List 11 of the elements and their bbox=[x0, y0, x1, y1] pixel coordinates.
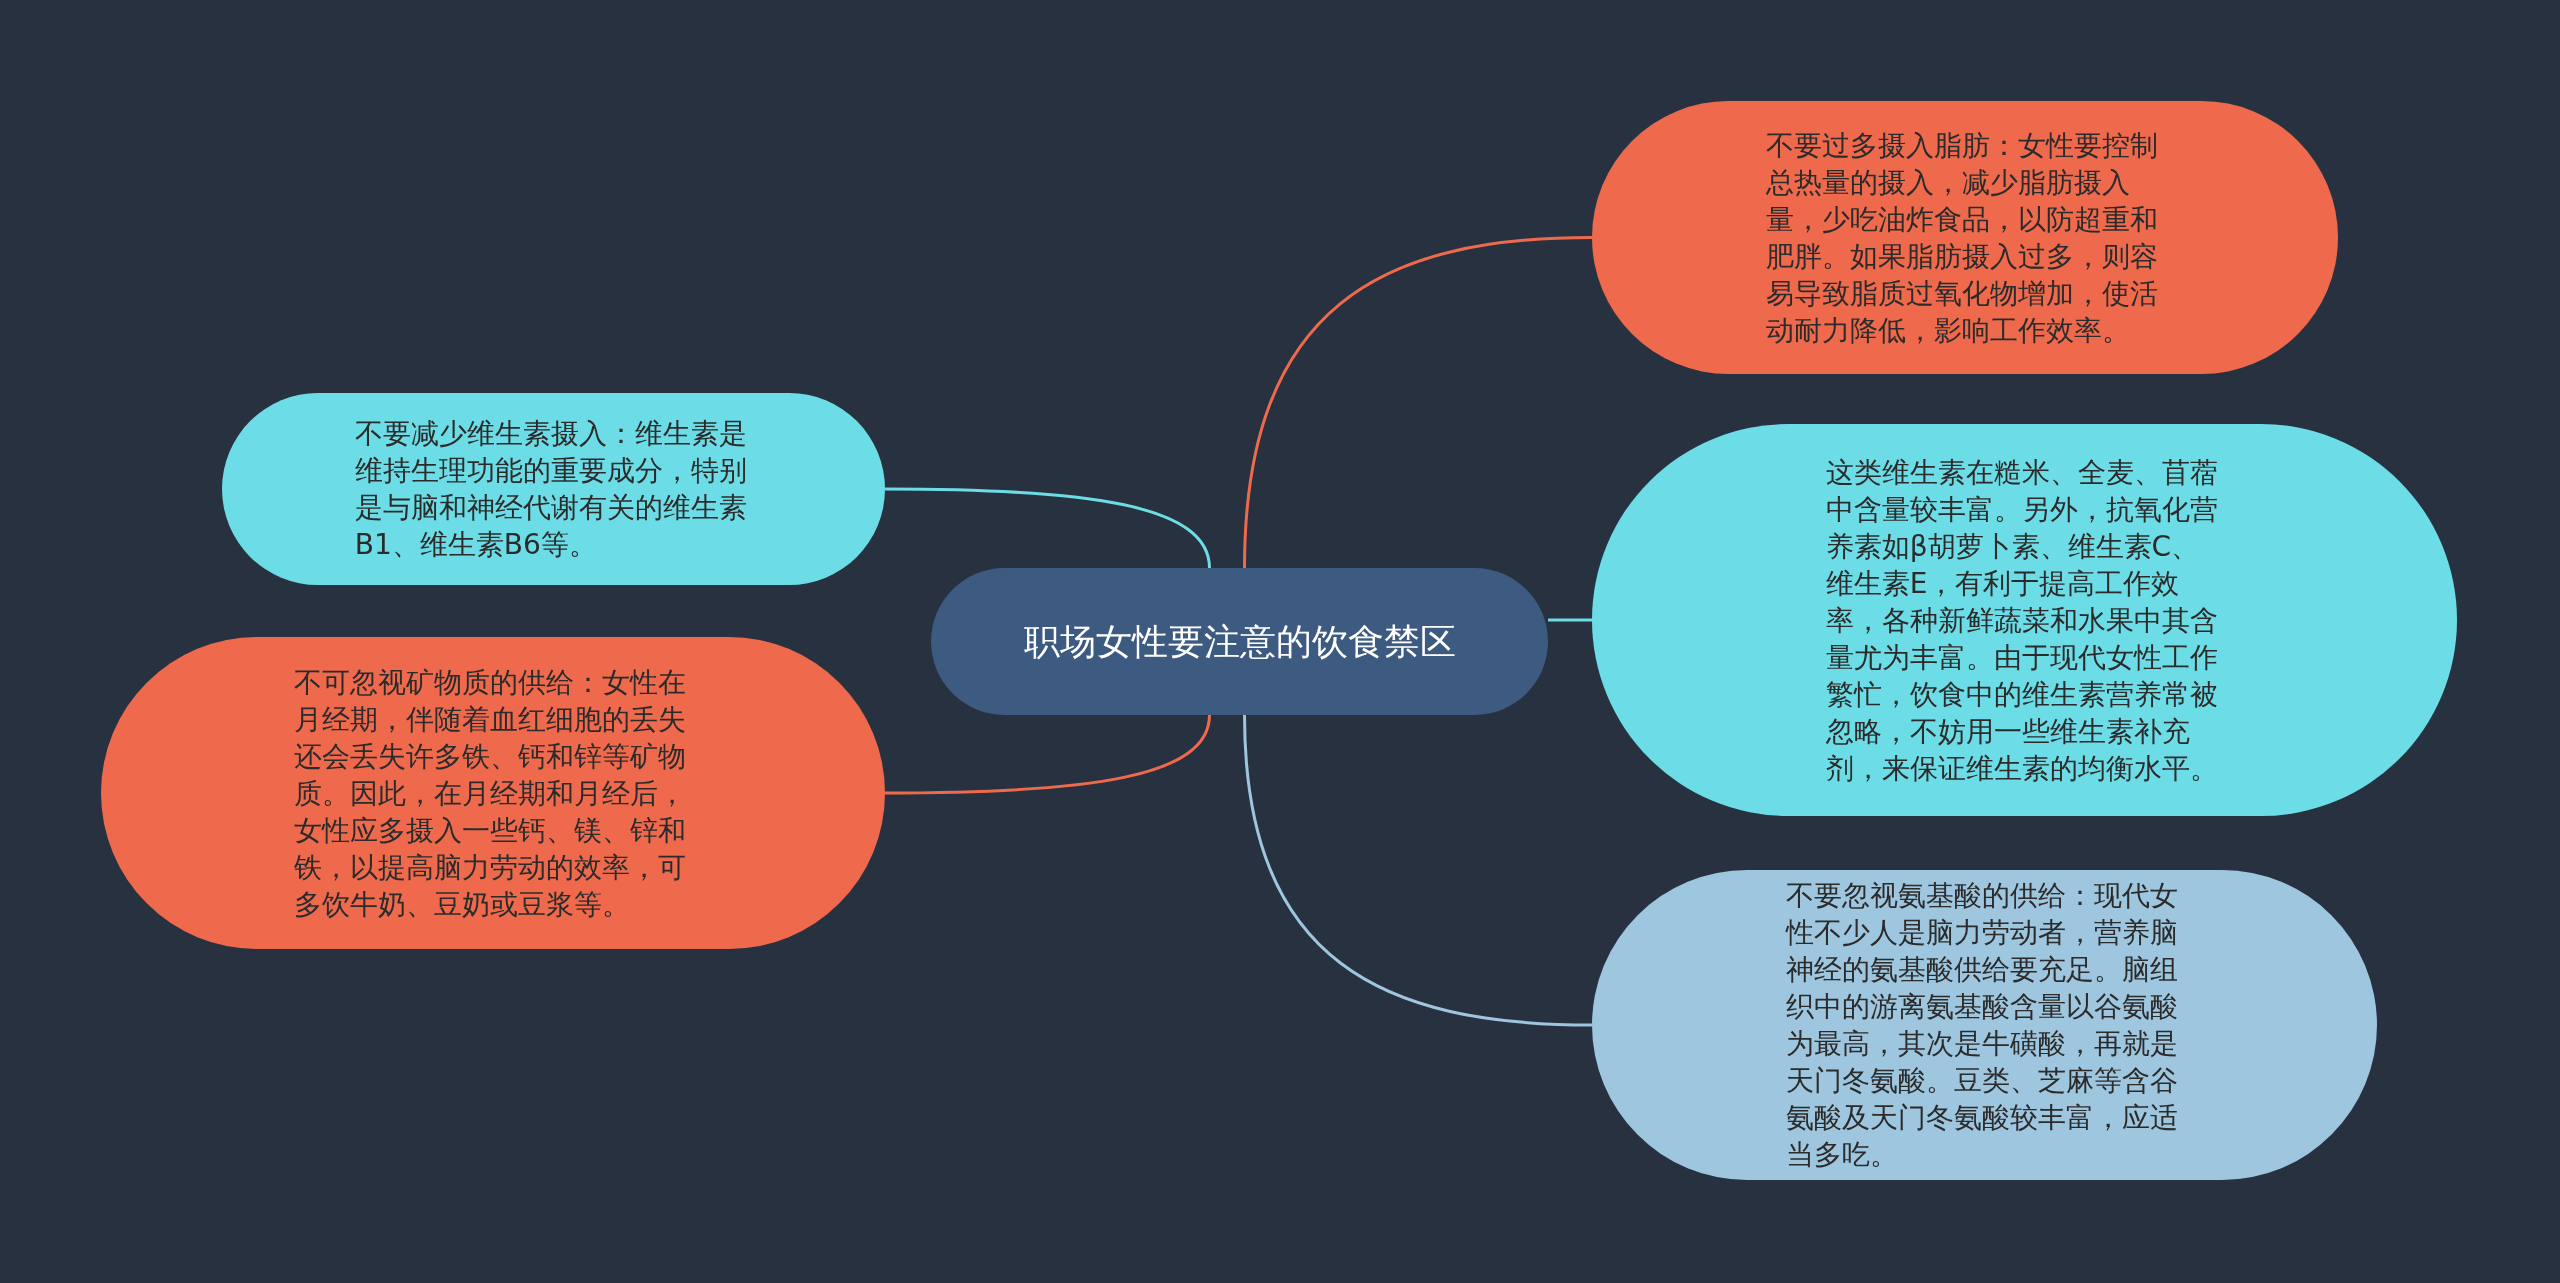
topic-text: 不要过多摄入脂肪：女性要控制总热量的摄入，减少脂肪摄入量，少吃油炸食品，以防超重和肥胖。如果脂肪摄入过多，则容易导致脂质过氧化物增加，使活动耐力降低，影响工作效率。 bbox=[1766, 127, 2160, 349]
connector-line bbox=[885, 714, 1211, 795]
connector-line bbox=[1243, 714, 1593, 1027]
topic-text: 不可忽视矿物质的供给：女性在月经期，伴随着血红细胞的丢失还会丢失许多铁、钙和锌等矿物质。因此，在月经期和月经后，女性应多摄入一些钙、镁、锌和铁，以提高脑力劳动的效率，可多饮牛奶、豆奶或豆浆等。 bbox=[294, 664, 688, 923]
topic-text: 不要忽视氨基酸的供给：现代女性不少人是脑力劳动者，营养脑神经的氨基酸供给要充足。脑组织中的游离氨基酸含量以谷氨酸为最高，其次是牛磺酸，再就是天门冬氨酸。豆类、芝麻等含谷氨酸及天门冬氨酸较丰富，应适当多吃。 bbox=[1785, 878, 2179, 1173]
topic-text: 这类维生素在糙米、全麦、苜蓿中含量较丰富。另外，抗氧化营养素如β胡萝卜素、维生素C、维生素E，有利于提高工作效率，各种新鲜蔬菜和水果中其含量尤为丰富。由于现代女性工作繁忙，饮食中的维生素营养常被忽略，不妨用一些维生素补充剂，来保证维生素的均衡水平。 bbox=[1825, 454, 2219, 787]
connector-line bbox=[1243, 236, 1593, 569]
connector-line bbox=[885, 487, 1211, 569]
topic-title: 职场女性要注意的饮食禁区 bbox=[1022, 619, 1457, 664]
connector-line bbox=[1548, 618, 1592, 622]
topic-text: 不要减少维生素摄入：维生素是维持生理功能的重要成分，特别是与脑和神经代谢有关的维生素B1、维生素B6等。 bbox=[354, 416, 748, 563]
